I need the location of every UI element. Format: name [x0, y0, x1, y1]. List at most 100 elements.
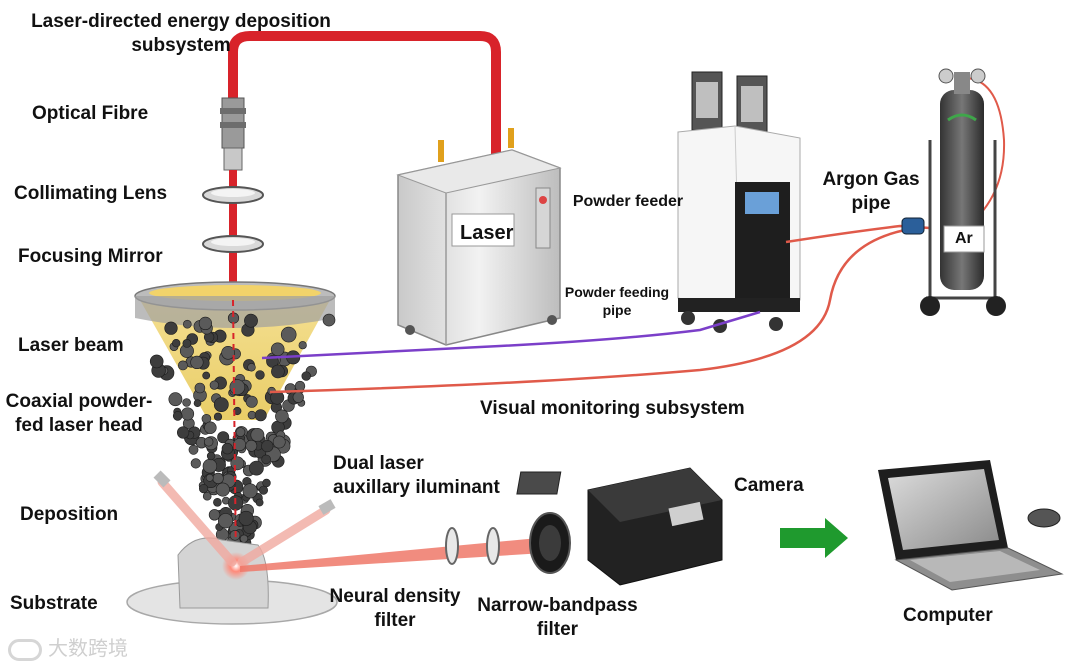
powder-particle: [208, 509, 221, 521]
laser-beam-upper: [229, 170, 237, 298]
label-camera: Camera: [734, 475, 804, 496]
powder-feeder-unit: [677, 71, 801, 333]
powder-particle: [164, 321, 178, 335]
argon-pipe-upper: [785, 224, 931, 244]
powder-particle: [254, 409, 267, 422]
powder-particle: [322, 313, 336, 327]
powder-particle: [188, 444, 199, 455]
laser-unit: [396, 128, 562, 346]
illuminant-beams: [153, 470, 336, 567]
data-transfer-arrow: [780, 518, 848, 558]
powder-particle: [204, 437, 214, 447]
label-computer: Computer: [903, 605, 993, 626]
powder-particle: [183, 319, 192, 329]
powder-particle: [301, 371, 311, 381]
label-nd-filter: Neural density filter: [329, 586, 461, 631]
powder-particle: [270, 342, 285, 357]
powder-particle: [271, 364, 285, 379]
label-coaxial-head: Coaxial powder- fed laser head: [5, 391, 153, 436]
label-powder-feeding-pipe: Powder feeding pipe: [564, 284, 670, 318]
label-deposition: Deposition: [20, 504, 119, 525]
powder-particle: [229, 379, 246, 395]
powder-particle: [202, 371, 211, 380]
powder-particle: [194, 382, 206, 394]
focusing-mirror: [202, 235, 264, 253]
powder-particle: [275, 409, 289, 424]
powder-particle: [202, 491, 212, 501]
powder-particle: [198, 316, 212, 331]
powder-particle: [294, 380, 306, 392]
powder-particle: [213, 412, 223, 421]
powder-particle: [149, 354, 164, 369]
powder-particle: [182, 398, 191, 407]
label-collimating-lens: Collimating Lens: [14, 183, 168, 204]
powder-particle: [177, 360, 188, 371]
optical-fibre-cable: [228, 31, 501, 185]
powder-particle: [235, 427, 246, 437]
powder-particle: [244, 313, 258, 328]
powder-particle: [190, 355, 204, 370]
powder-particle: [172, 339, 181, 348]
powder-particle: [248, 460, 264, 476]
powder-pipe: [261, 310, 761, 360]
powder-particle: [181, 407, 195, 421]
label-dual-laser: Dual laser auxillary iluminant: [333, 453, 500, 498]
powder-particle: [250, 427, 265, 442]
label-argon-gas-pipe: Argon Gas pipe: [822, 169, 920, 214]
powder-particle: [190, 458, 201, 469]
powder-particle: [247, 410, 257, 420]
pipe-coupling: [901, 217, 925, 235]
powder-particle: [245, 395, 258, 408]
powder-particle: [177, 426, 190, 439]
powder-particle: [206, 451, 216, 461]
camera-device: [516, 467, 723, 586]
powder-particle: [202, 458, 218, 474]
powder-particle: [213, 497, 222, 507]
nd-filter-disc: [445, 527, 459, 565]
powder-particle: [221, 442, 234, 455]
powder-particle: [258, 485, 268, 495]
powder-particle: [209, 380, 219, 390]
powder-particle: [215, 482, 230, 497]
bandpass-filter-disc: [486, 527, 500, 565]
powder-particle: [217, 431, 230, 444]
powder-particle: [247, 363, 256, 372]
powder-particle: [272, 435, 286, 449]
powder-particle: [221, 345, 235, 360]
powder-particle: [261, 454, 271, 465]
powder-particle: [168, 392, 183, 407]
powder-particle: [204, 421, 217, 434]
label-visual-monitoring: Visual monitoring subsystem: [480, 398, 745, 419]
powder-particle: [262, 478, 271, 488]
powder-particle: [245, 439, 258, 452]
monitoring-beam: [240, 536, 560, 572]
label-optical-fibre: Optical Fibre: [32, 103, 149, 124]
powder-particle: [242, 483, 258, 499]
powder-particle: [239, 534, 249, 543]
powder-particle: [230, 456, 245, 471]
label-substrate: Substrate: [10, 593, 98, 614]
argon-tank: [920, 68, 1006, 316]
powder-particle: [213, 397, 229, 412]
substrate-part: [126, 537, 338, 625]
computer-device: [878, 460, 1064, 591]
label-laser: Laser: [460, 222, 514, 244]
collimating-lens: [202, 186, 264, 204]
powder-particle: [261, 440, 274, 453]
powder-particle: [292, 391, 304, 403]
laser-beam-lower: [232, 299, 237, 567]
powder-particle: [298, 341, 307, 350]
powder-particle: [193, 399, 202, 408]
label-ded-subsystem: Laser-directed energy deposition subsyst…: [31, 11, 331, 56]
powder-particle: [199, 484, 209, 494]
label-focusing-mirror: Focusing Mirror: [18, 246, 163, 267]
label-argon-tag: Ar: [955, 230, 973, 247]
argon-pipe-lower: [269, 228, 906, 394]
watermark-text: 大数跨境: [48, 636, 128, 660]
label-laser-beam: Laser beam: [18, 335, 124, 356]
fibre-connector: [220, 97, 246, 171]
powder-particle: [182, 338, 192, 348]
powder-particle: [205, 473, 214, 482]
